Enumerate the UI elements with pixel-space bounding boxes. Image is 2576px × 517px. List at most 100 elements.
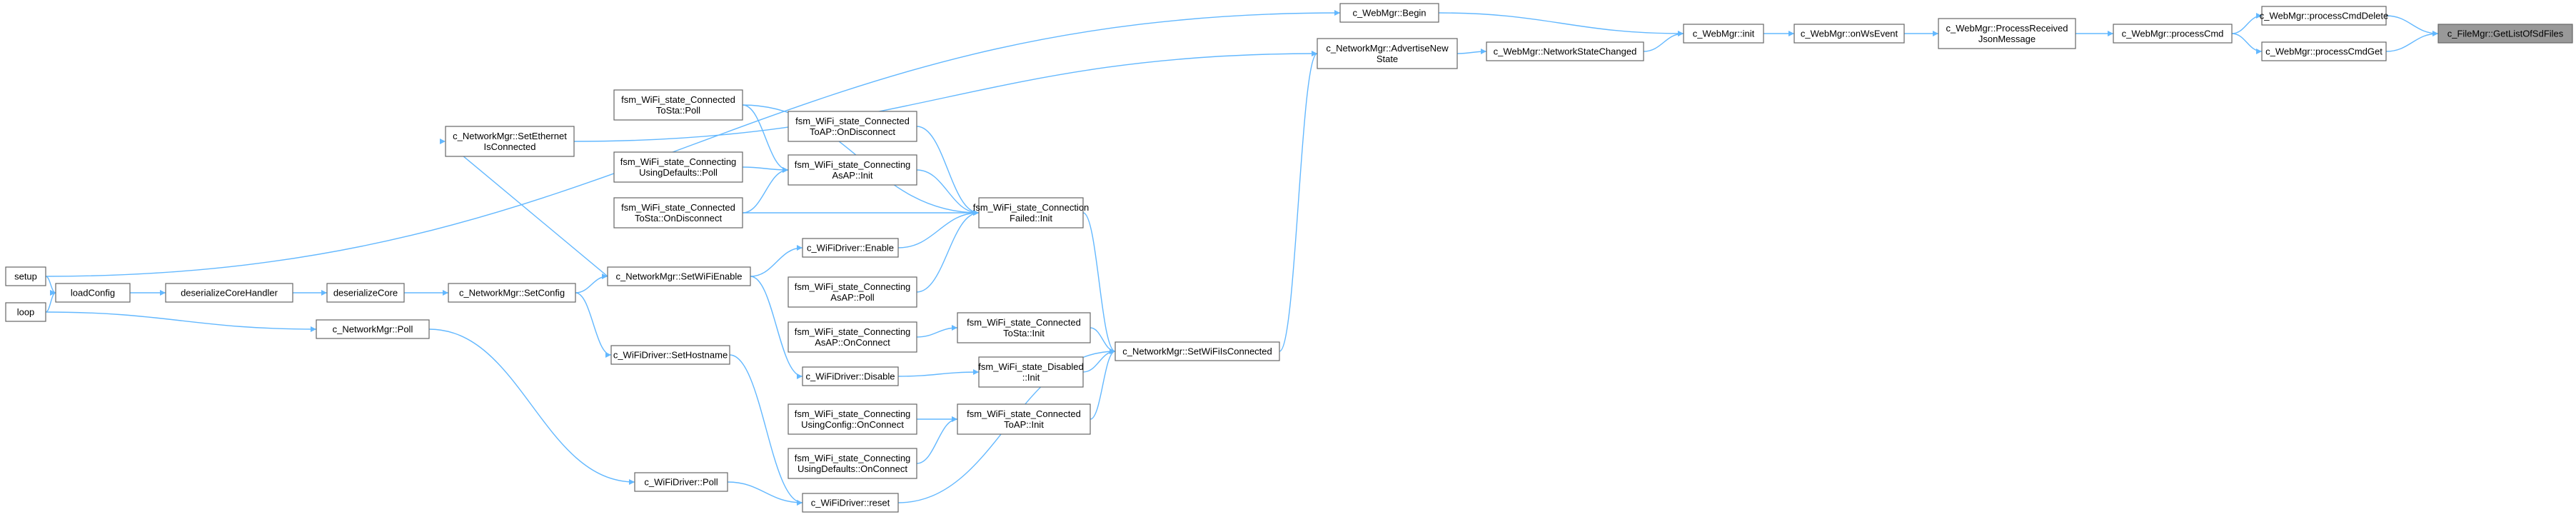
arrowhead-init bbox=[1678, 31, 1684, 36]
node-enable[interactable]: c_WiFiDriver::Enable bbox=[802, 238, 899, 258]
node-label: setup bbox=[14, 271, 37, 282]
node-label: fsm_WiFi_state_Connected bbox=[621, 202, 735, 213]
arrowhead-reset bbox=[797, 500, 803, 506]
edge-pcmd-to-pcget bbox=[2231, 33, 2263, 52]
node-box bbox=[607, 266, 751, 286]
edge-scfg-to-shost bbox=[575, 292, 612, 356]
node-label: c_WiFiDriver::Enable bbox=[807, 243, 894, 254]
node-label: c_WebMgr::processCmd bbox=[2122, 29, 2224, 39]
node-cudpoll[interactable]: fsm_WiFi_state_ConnectingUsingDefaults::… bbox=[613, 151, 743, 183]
node-shost[interactable]: c_WiFiDriver::SetHostname bbox=[610, 345, 730, 365]
node-label: ToAP::OnDisconnect bbox=[810, 126, 895, 137]
arrowhead-seic bbox=[440, 139, 446, 144]
edge-pcget-to-getlist bbox=[2385, 33, 2439, 52]
node-box bbox=[2113, 24, 2233, 44]
node-init[interactable]: c_WebMgr::init bbox=[1683, 24, 1764, 44]
node-box bbox=[1486, 41, 1644, 61]
node-ctapod[interactable]: fsm_WiFi_state_ConnectedToAP::OnDisconne… bbox=[788, 111, 917, 142]
node-box bbox=[613, 151, 743, 183]
node-dch[interactable]: deserializeCoreHandler bbox=[165, 283, 293, 303]
node-getlist[interactable]: c_FileMgr::GetListOfSdFiles bbox=[2437, 24, 2573, 44]
arrowhead-dinit bbox=[973, 369, 979, 375]
node-setup[interactable]: setup bbox=[5, 266, 46, 286]
node-label: fsm_WiFi_state_Connected bbox=[967, 408, 1081, 419]
node-label: c_WebMgr::processCmdDelete bbox=[2260, 11, 2388, 21]
node-pcmd[interactable]: c_WebMgr::processCmd bbox=[2113, 24, 2233, 44]
node-box bbox=[1938, 18, 2076, 49]
node-loop[interactable]: loop bbox=[5, 302, 46, 322]
node-scfg[interactable]: c_NetworkMgr::SetConfig bbox=[448, 283, 576, 303]
arrowhead-pcget bbox=[2256, 49, 2262, 54]
node-label: deserializeCoreHandler bbox=[181, 288, 278, 298]
edge-ctapinit-to-swic bbox=[1090, 351, 1116, 420]
node-reset[interactable]: c_WiFiDriver::reset bbox=[802, 493, 899, 513]
edge-cudoc-to-ctapinit bbox=[916, 418, 958, 464]
node-label: c_NetworkMgr::SetConfig bbox=[459, 288, 565, 298]
node-dcore[interactable]: deserializeCore bbox=[326, 283, 405, 303]
node-begin[interactable]: c_WebMgr::Begin bbox=[1339, 3, 1439, 23]
node-box bbox=[802, 366, 899, 386]
edge-npoll-to-wpoll bbox=[428, 328, 635, 483]
node-box bbox=[802, 493, 899, 513]
node-label: loop bbox=[17, 307, 35, 318]
node-lcfg[interactable]: loadConfig bbox=[55, 283, 131, 303]
node-swe[interactable]: c_NetworkMgr::SetWiFiEnable bbox=[607, 266, 751, 286]
node-npoll[interactable]: c_NetworkMgr::Poll bbox=[316, 319, 430, 339]
node-label: c_WebMgr::processCmdGet bbox=[2265, 46, 2383, 57]
node-box bbox=[802, 238, 899, 258]
arrowhead-lcfg bbox=[50, 290, 56, 296]
node-swic[interactable]: c_NetworkMgr::SetWiFiIsConnected bbox=[1115, 341, 1280, 361]
arrowhead-npoll bbox=[311, 326, 316, 332]
edge-loop-to-lcfg bbox=[45, 292, 56, 313]
node-box bbox=[978, 356, 1084, 388]
node-cudoc[interactable]: fsm_WiFi_state_ConnectingUsingDefaults::… bbox=[788, 448, 917, 479]
node-box bbox=[613, 197, 743, 229]
node-pcget[interactable]: c_WebMgr::processCmdGet bbox=[2261, 41, 2387, 61]
edge-swe-to-seic bbox=[445, 141, 608, 277]
node-label: fsm_WiFi_state_Connecting bbox=[795, 159, 911, 170]
node-nsc[interactable]: c_WebMgr::NetworkStateChanged bbox=[1486, 41, 1644, 61]
node-box bbox=[326, 283, 405, 303]
edge-loop-to-npoll bbox=[45, 311, 317, 330]
node-pcdelete[interactable]: c_WebMgr::processCmdDelete bbox=[2260, 6, 2388, 26]
node-label: fsm_WiFi_state_Connected bbox=[621, 94, 735, 105]
node-label: AsAP::OnConnect bbox=[815, 337, 890, 348]
node-box bbox=[5, 302, 46, 322]
node-label: fsm_WiFi_state_Connecting bbox=[795, 408, 911, 419]
node-label: ToSta::Init bbox=[1003, 328, 1045, 338]
node-label: deserializeCore bbox=[333, 288, 398, 298]
node-disable[interactable]: c_WiFiDriver::Disable bbox=[802, 366, 899, 386]
node-label: c_NetworkMgr::SetWiFiIsConnected bbox=[1122, 346, 1272, 357]
node-ctsod[interactable]: fsm_WiFi_state_ConnectedToSta::OnDisconn… bbox=[613, 197, 743, 229]
node-box bbox=[613, 89, 743, 121]
arrowhead-pcdelete bbox=[2256, 13, 2262, 19]
node-cucoc[interactable]: fsm_WiFi_state_ConnectingUsingConfig::On… bbox=[788, 403, 917, 435]
arrowhead-caapinit bbox=[783, 167, 788, 173]
node-dinit[interactable]: fsm_WiFi_state_Disabled::Init bbox=[978, 356, 1084, 388]
node-label: c_NetworkMgr::SetEthernet bbox=[453, 131, 567, 141]
node-box bbox=[1317, 38, 1458, 69]
node-wpoll[interactable]: c_WiFiDriver::Poll bbox=[634, 472, 728, 492]
node-label: State bbox=[1377, 54, 1398, 64]
arrowhead-disable bbox=[797, 373, 803, 379]
arrowhead-pcmd bbox=[2108, 31, 2113, 36]
node-label: fsm_WiFi_state_Connection bbox=[973, 202, 1090, 213]
node-onws[interactable]: c_WebMgr::onWsEvent bbox=[1793, 24, 1905, 44]
node-box bbox=[1793, 24, 1905, 44]
node-label: c_NetworkMgr::SetWiFiEnable bbox=[616, 271, 743, 282]
node-label: c_WebMgr::init bbox=[1693, 29, 1755, 39]
edge-enable-to-cfinit bbox=[897, 212, 980, 249]
node-label: c_WiFiDriver::Disable bbox=[806, 371, 895, 382]
edge-nsc-to-init bbox=[1643, 33, 1684, 52]
